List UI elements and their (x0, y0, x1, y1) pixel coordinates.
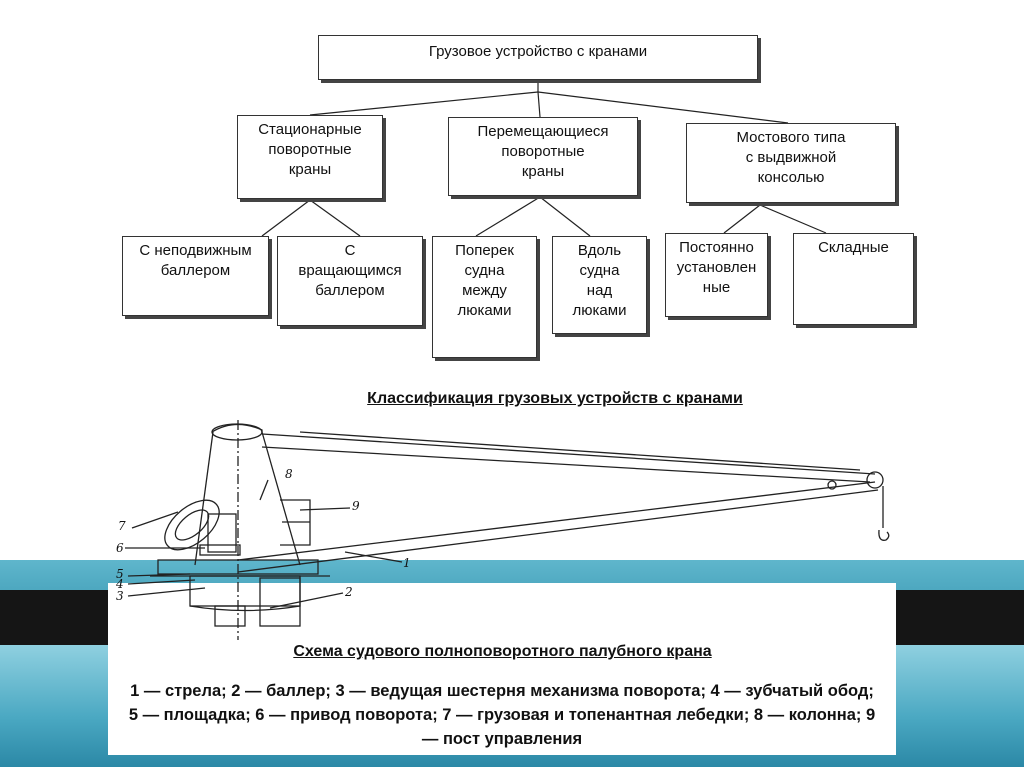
level2-box-across-hatches: Поперек судна между люками (432, 236, 537, 358)
tree-connectors (261, 80, 827, 237)
crane-label-7: 7 (118, 519, 126, 533)
scheme-title: Схема судового полноповоротного палубног… (293, 643, 712, 660)
root-box: Грузовое устройство с кранами (318, 35, 758, 80)
crane-drawing (125, 420, 890, 640)
crane-label-6: 6 (116, 541, 124, 555)
level2-box-rotating-post: С вращающимся баллером (277, 236, 423, 326)
crane-label-4: 4 (115, 577, 124, 591)
crane-label-5: 5 (116, 567, 124, 581)
level1-box-stationary: Стационарные поворотные краны (237, 115, 383, 199)
scheme-legend: 1 — стрела; 2 — баллер; 3 — ведущая шест… (128, 682, 876, 748)
level2-box-fixed-post: С неподвижным баллером (122, 236, 269, 316)
level2-box-folding: Складные (793, 233, 914, 325)
crane-label-3: 3 (116, 589, 124, 603)
crane-number-labels: 7 6 5 4 3 8 9 1 2 (115, 467, 411, 603)
level2-box-permanent: Постоянно установлен ные (665, 233, 768, 317)
level1-box-moving: Перемещающиеся поворотные краны (448, 117, 638, 196)
crane-label-1: 1 (403, 556, 411, 570)
crane-label-9: 9 (352, 499, 360, 513)
crane-label-2: 2 (344, 585, 353, 599)
caption-panel (108, 583, 896, 755)
classification-caption: Классификация грузовых устройств с крана… (367, 390, 743, 407)
level1-box-bridge: Мостового типа с выдвижной консолью (686, 123, 896, 203)
level2-box-along-hatches: Вдоль судна над люками (552, 236, 647, 334)
crane-label-8: 8 (285, 467, 293, 481)
